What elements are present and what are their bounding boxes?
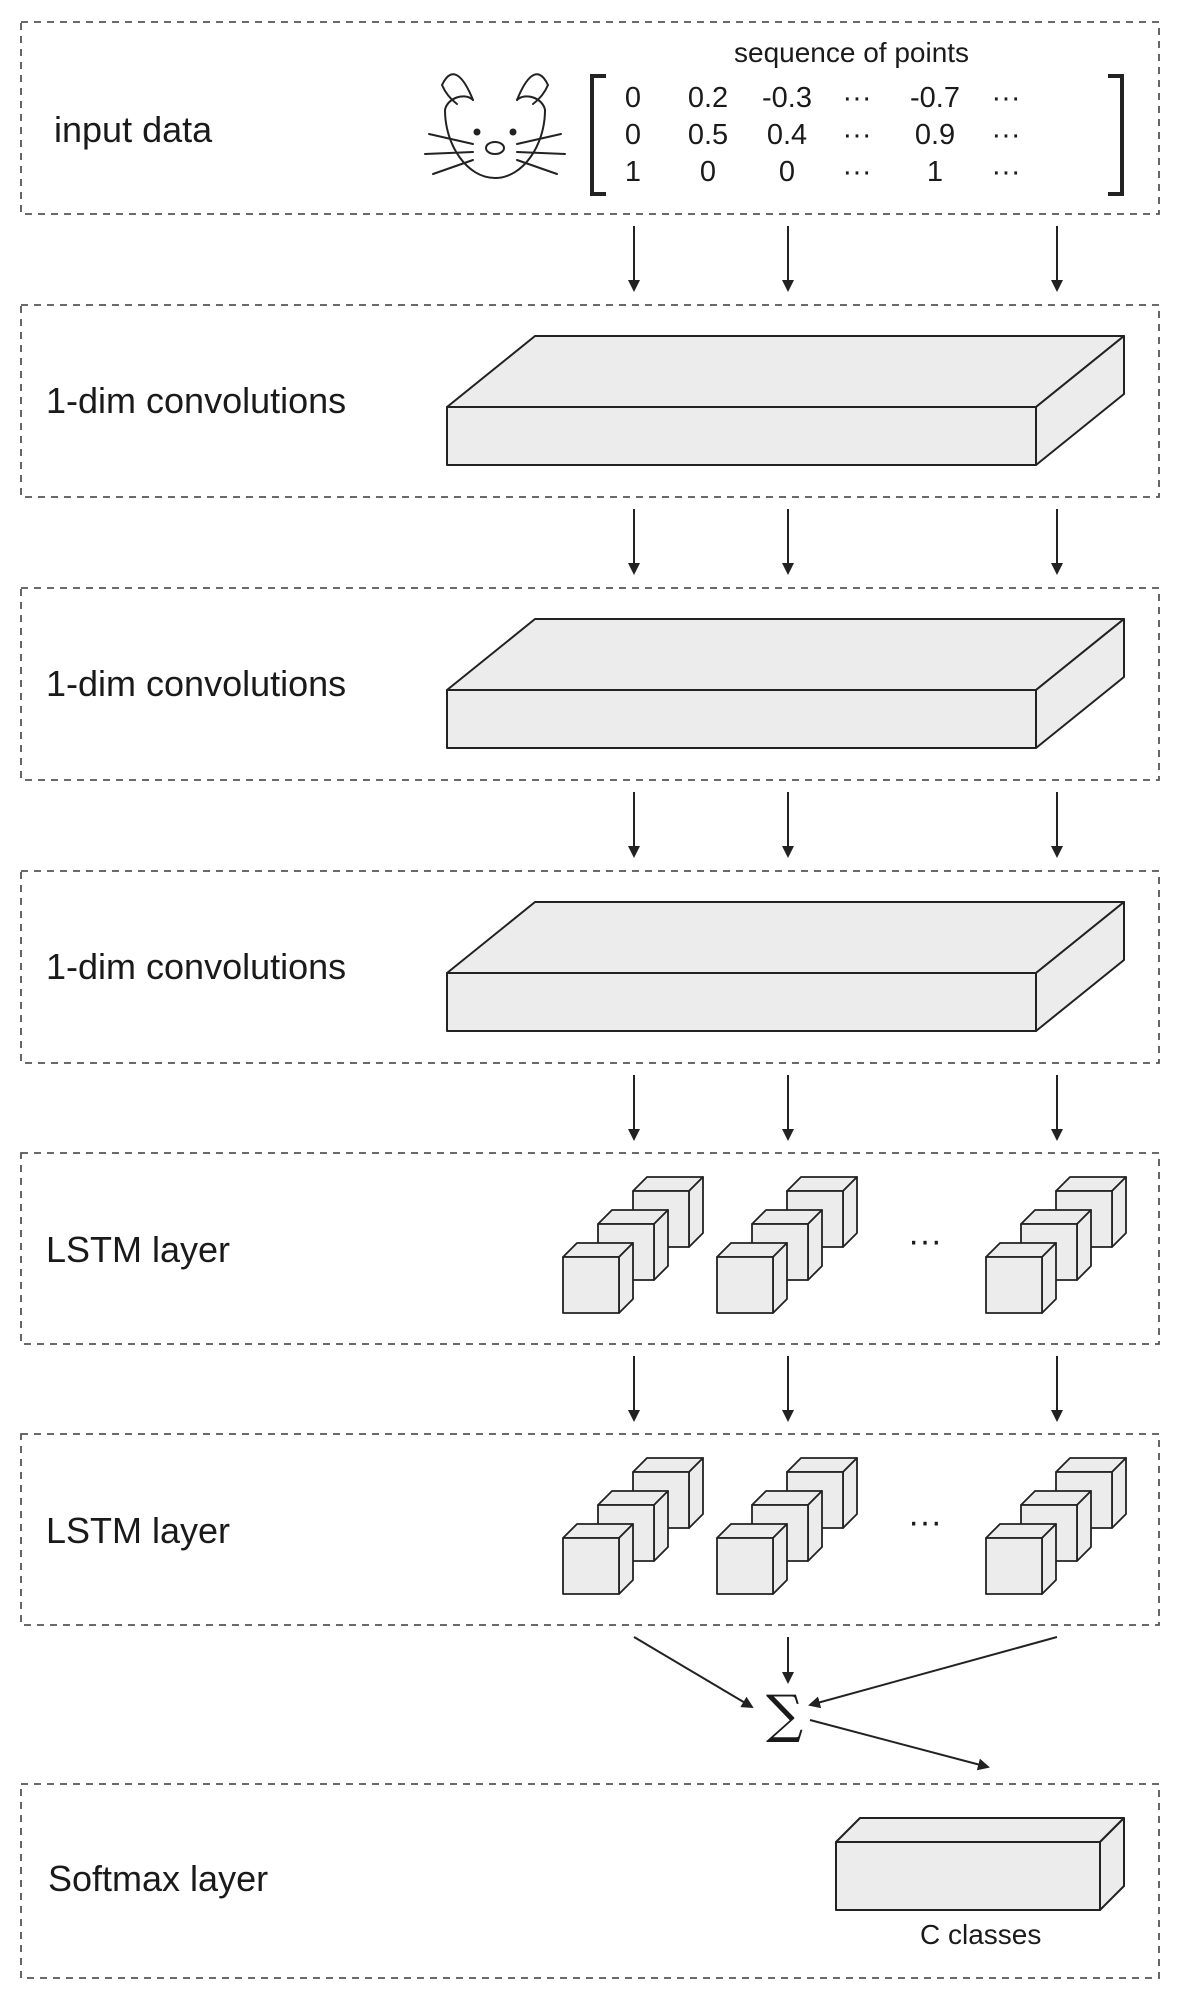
lstm-cell-cube: [562, 1242, 634, 1314]
layer-label-conv-3: 1-dim convolutions: [46, 946, 346, 987]
matrix-cell: 0: [625, 119, 641, 151]
softmax-block: [835, 1817, 1125, 1911]
lstm-cells: [562, 1176, 1127, 1314]
lstm-ellipsis: ···: [908, 1503, 942, 1541]
layer-box-lstm-1: [20, 1152, 1160, 1345]
matrix-left-bracket: [590, 74, 606, 196]
matrix-cell: ···: [843, 119, 872, 151]
conv-block: [446, 901, 1125, 1032]
lstm-ellipsis: ···: [908, 1222, 942, 1260]
conv-block: [446, 335, 1125, 466]
matrix-cell: 0.9: [915, 119, 955, 151]
matrix: 0 0.2 -0.3 ··· -0.7 ··· 0 0.5 0.4 ··· 0.9 ··· 1 0 0 ···…: [625, 82, 1021, 188]
matrix-cell: ···: [992, 156, 1021, 188]
matrix-cell: ···: [843, 156, 872, 188]
matrix-cell: -0.3: [762, 82, 812, 114]
layer-label-input: input data: [54, 109, 213, 150]
conv-block: [446, 618, 1125, 749]
lstm-cell-cube: [716, 1523, 788, 1595]
layer-label-softmax: Softmax layer: [48, 1858, 268, 1899]
arrow: [633, 1636, 754, 1709]
arrows-lstm1-to-lstm2: [628, 1356, 1063, 1422]
layer-box-softmax: [20, 1783, 1160, 1979]
aggregation: ∑: [633, 1636, 1058, 1771]
lstm-cube-stack: [985, 1457, 1127, 1595]
matrix-cell: 0: [779, 156, 795, 188]
arrow: [809, 1719, 990, 1771]
layer-box-conv-3: [20, 870, 1160, 1064]
layer-box-conv-1: [20, 304, 1160, 498]
matrix-cell: 0.4: [767, 119, 807, 151]
matrix-cell: -0.7: [910, 82, 960, 114]
matrix-cell: 1: [927, 156, 943, 188]
layer-conv-3: 1-dim convolutions: [20, 870, 1160, 1064]
matrix-right-bracket: [1108, 74, 1124, 196]
matrix-cell: ···: [992, 82, 1021, 114]
layer-label-conv-1: 1-dim convolutions: [46, 380, 346, 421]
lstm-cube-stack: [716, 1176, 858, 1314]
layer-box-input: [20, 21, 1160, 215]
layer-conv-2: 1-dim convolutions: [20, 587, 1160, 781]
lstm-cell-cube: [562, 1523, 634, 1595]
matrix-cell: 0: [700, 156, 716, 188]
layer-lstm-2: LSTM layer ···: [20, 1433, 1160, 1626]
matrix-cell: ···: [992, 119, 1021, 151]
lstm-cube-stack: [716, 1457, 858, 1595]
lstm-cube-stack: [985, 1176, 1127, 1314]
lstm-cell-cube: [985, 1242, 1057, 1314]
layer-label-lstm-1: LSTM layer: [46, 1229, 230, 1270]
layer-label-lstm-2: LSTM layer: [46, 1510, 230, 1551]
matrix-cell: 0: [625, 82, 641, 114]
layer-box-conv-2: [20, 587, 1160, 781]
matrix-cell: 1: [625, 156, 641, 188]
matrix-title: sequence of points: [734, 37, 969, 68]
arrow: [808, 1636, 1058, 1709]
layer-lstm-1: LSTM layer ···: [20, 1152, 1160, 1345]
rabbit-sketch-icon: [424, 73, 566, 179]
layer-softmax: Softmax layer C classes: [20, 1783, 1160, 1979]
lstm-cell-cube: [985, 1523, 1057, 1595]
lstm-cube-stack: [562, 1457, 704, 1595]
sum-symbol: ∑: [766, 1685, 803, 1745]
arrows-conv1-to-conv2: [628, 509, 1063, 575]
layer-input: input data sequence of points: [20, 21, 1160, 215]
lstm-cube-stack: [562, 1176, 704, 1314]
softmax-caption: C classes: [920, 1919, 1041, 1950]
layer-conv-1: 1-dim convolutions: [20, 304, 1160, 498]
matrix-cell: ···: [843, 82, 872, 114]
arrows-conv3-to-lstm1: [628, 1075, 1063, 1141]
arrows-input-to-conv1: [628, 226, 1063, 292]
lstm-cell-cube: [716, 1242, 788, 1314]
lstm-cells: [562, 1457, 1127, 1595]
matrix-cell: 0.5: [688, 119, 728, 151]
layer-label-conv-2: 1-dim convolutions: [46, 663, 346, 704]
arrows-conv2-to-conv3: [628, 792, 1063, 858]
matrix-cell: 0.2: [688, 82, 728, 114]
layer-box-lstm-2: [20, 1433, 1160, 1626]
